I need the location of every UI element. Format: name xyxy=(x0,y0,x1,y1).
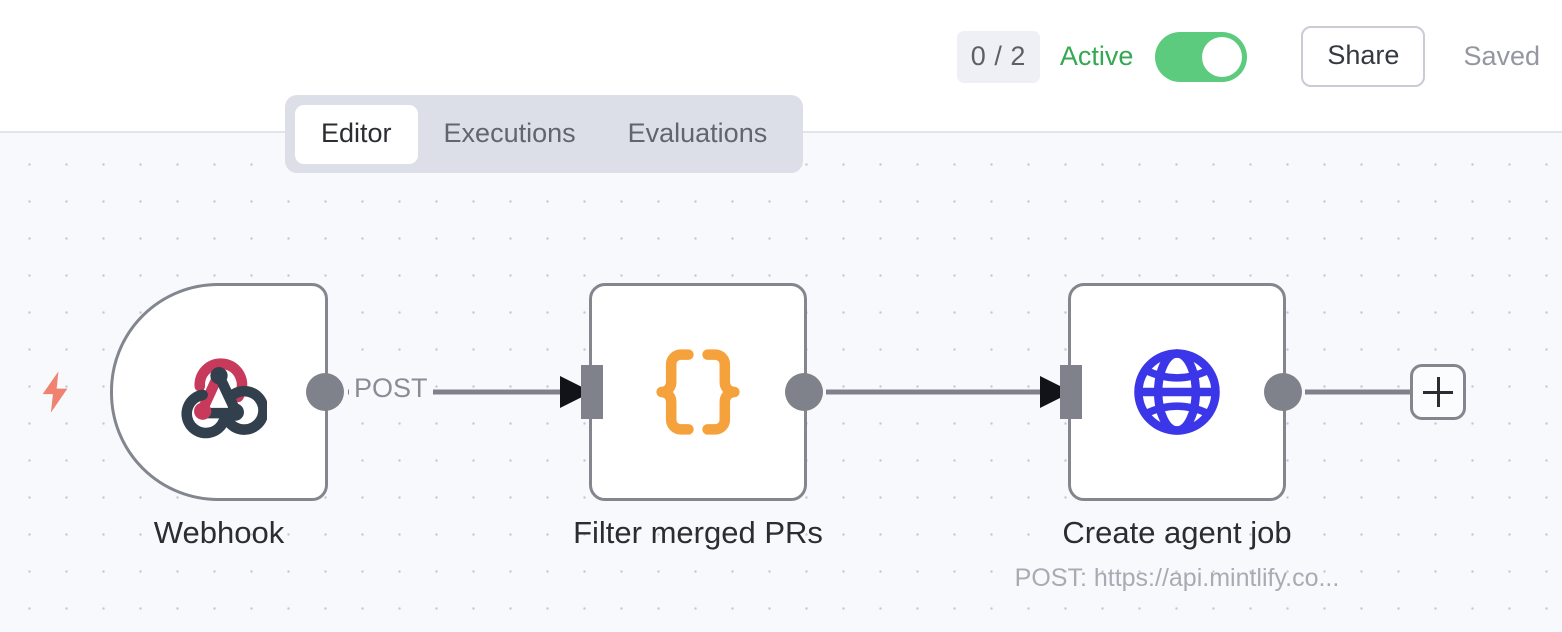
http-output-port[interactable] xyxy=(1264,373,1302,411)
node-create-agent-job-body[interactable] xyxy=(1060,283,1302,501)
webhook-output-port[interactable] xyxy=(306,373,344,411)
node-webhook-body[interactable] xyxy=(110,283,344,501)
workflow-canvas[interactable]: POST xyxy=(0,133,1562,632)
plus-icon-horizontal xyxy=(1423,390,1453,394)
node-filter-merged-prs-body[interactable] xyxy=(581,283,823,501)
edge-label-post: POST xyxy=(349,373,433,404)
view-tabbar: Editor Executions Evaluations xyxy=(285,95,804,173)
node-webhook-label: Webhook xyxy=(153,515,285,550)
active-status-label: Active xyxy=(1059,41,1134,71)
header-actions: 0 / 2 Active Share Saved xyxy=(956,26,1540,87)
http-input-port[interactable] xyxy=(1060,365,1082,419)
code-braces-icon xyxy=(650,347,746,437)
filter-output-port[interactable] xyxy=(785,373,823,411)
tab-editor[interactable]: Editor xyxy=(295,104,418,164)
share-button[interactable]: Share xyxy=(1301,26,1426,87)
node-create-agent-job-label: Create agent job xyxy=(1062,515,1292,550)
trigger-bolt-icon xyxy=(38,370,72,414)
node-create-agent-job-sublabel: POST: https://api.mintlify.co... xyxy=(1014,564,1340,592)
tab-executions[interactable]: Executions xyxy=(443,117,576,148)
globe-icon xyxy=(1130,345,1224,439)
node-filter-merged-prs-label: Filter merged PRs xyxy=(573,515,823,550)
active-toggle[interactable] xyxy=(1155,31,1248,82)
tab-evaluations[interactable]: Evaluations xyxy=(627,117,768,148)
saved-status-label[interactable]: Saved xyxy=(1463,41,1540,71)
add-node-button[interactable] xyxy=(1410,364,1466,420)
filter-input-port[interactable] xyxy=(581,365,603,419)
execution-count-badge: 0 / 2 xyxy=(956,30,1040,83)
toggle-knob xyxy=(1202,36,1243,77)
webhook-icon xyxy=(171,344,267,440)
